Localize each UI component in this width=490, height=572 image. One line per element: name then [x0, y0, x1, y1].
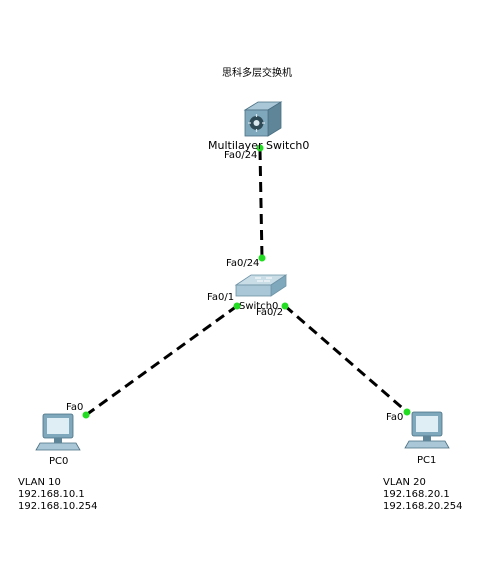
multilayer-switch-icon[interactable]: [243, 101, 283, 137]
port-label-pc1-fa0: Fa0: [386, 412, 404, 423]
switch-icon[interactable]: [234, 274, 288, 297]
port-status-dot: [258, 254, 266, 262]
port-label-sw-fa0-24: Fa0/24: [226, 258, 260, 269]
pc1-computer-icon[interactable]: [404, 411, 450, 449]
port-status-dot: [256, 144, 264, 152]
port-label-mls-fa0-24: Fa0/24: [224, 150, 258, 161]
link-switch-pc0[interactable]: [85, 304, 238, 417]
pc1-ip: 192.168.20.1: [383, 489, 450, 500]
pc1-vlan: VLAN 20: [383, 477, 426, 488]
port-label-pc0-fa0: Fa0: [66, 402, 84, 413]
port-status-dot: [233, 302, 241, 310]
diagram-title: 思科多层交换机: [222, 68, 292, 79]
link-mls-switch[interactable]: [258, 149, 264, 259]
pc0-note: VLAN 10 192.168.10.1 192.168.10.254: [18, 477, 98, 513]
pc0-label: PC0: [49, 456, 69, 467]
port-status-dot: [281, 302, 289, 310]
port-label-sw-fa0-1: Fa0/1: [207, 292, 235, 303]
pc0-computer-icon[interactable]: [35, 413, 81, 451]
switch-label: Switch0: [239, 301, 279, 312]
pc1-label: PC1: [417, 455, 437, 466]
multilayer-switch-label: Multilayer Switch0: [208, 139, 310, 152]
port-status-dot: [403, 408, 411, 416]
pc1-note: VLAN 20 192.168.20.1 192.168.20.254: [383, 477, 463, 513]
pc0-ip: 192.168.10.1: [18, 489, 85, 500]
link-switch-pc1[interactable]: [284, 304, 408, 414]
port-label-sw-fa0-2: Fa0/2: [256, 307, 284, 318]
port-status-dot: [82, 411, 90, 419]
pc1-gateway: 192.168.20.254: [383, 501, 463, 512]
pc0-gateway: 192.168.10.254: [18, 501, 98, 512]
pc0-vlan: VLAN 10: [18, 477, 61, 488]
